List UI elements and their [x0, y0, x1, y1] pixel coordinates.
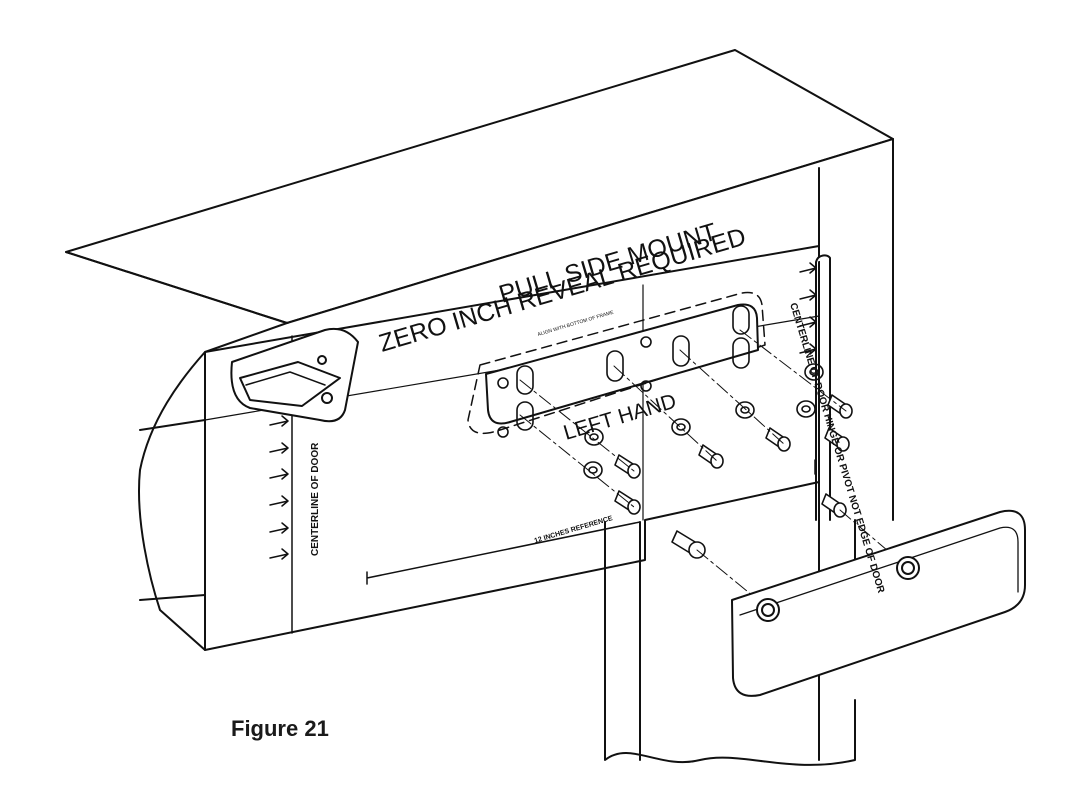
right-arrow-ticks: [799, 262, 817, 355]
plate-hole: [640, 380, 652, 392]
frame-lower-edge: [139, 419, 206, 601]
washer: [671, 418, 691, 436]
plate-slot: [516, 401, 534, 431]
plate-slot: [732, 305, 750, 335]
plate-hole: [640, 336, 652, 348]
washer: [740, 406, 750, 414]
screw: [777, 436, 791, 452]
plate-outline-dashed: [467, 291, 766, 435]
pivot-rod: [815, 254, 831, 521]
plate-hole: [497, 426, 509, 438]
plate-slot: [516, 365, 534, 395]
armature-plate: [731, 509, 1026, 697]
plate-slot: [672, 335, 690, 367]
template-vertical-label: CENTERLINE OF DOOR: [310, 442, 321, 556]
washer: [588, 466, 598, 474]
frame-header-end: [65, 251, 288, 651]
screw: [710, 453, 724, 469]
washer: [584, 428, 604, 446]
screw: [836, 436, 850, 452]
washer: [583, 461, 603, 479]
washer: [796, 400, 816, 418]
mounting-plate: [485, 303, 759, 425]
plate-slot: [732, 337, 750, 369]
washer: [676, 423, 686, 431]
figure-caption: Figure 21: [231, 716, 329, 741]
washer: [804, 363, 824, 381]
corner-bracket: [230, 327, 359, 423]
washers: [583, 363, 824, 479]
plate-slots: [497, 305, 750, 438]
door-stile: [604, 521, 856, 766]
washer: [735, 401, 755, 419]
washer: [809, 368, 819, 376]
left-arrow-ticks: [269, 415, 289, 560]
plate-slot: [606, 350, 624, 382]
washer: [589, 433, 599, 441]
washer: [801, 405, 811, 413]
plate-hole: [497, 377, 509, 389]
